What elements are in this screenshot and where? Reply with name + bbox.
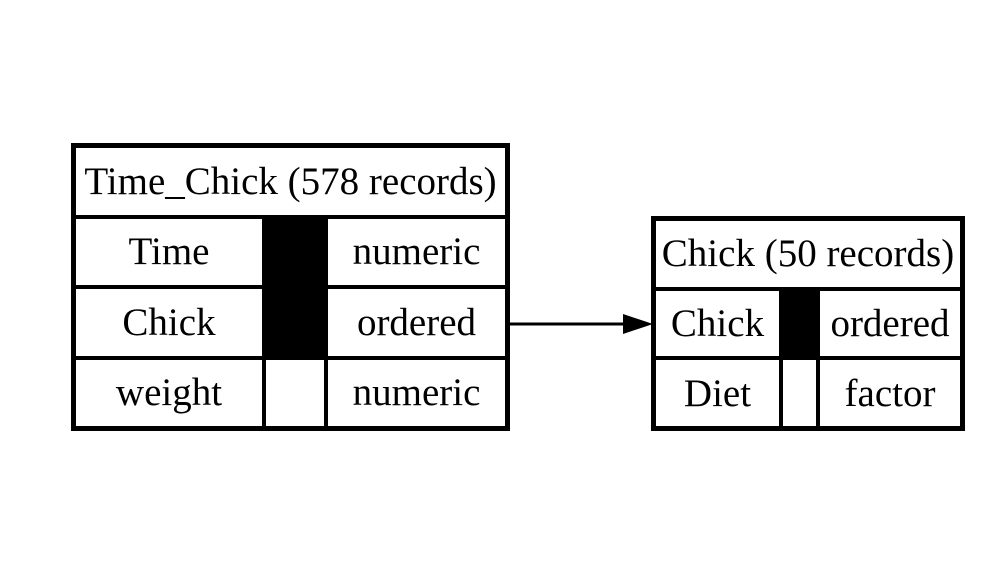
field-name-weight: weight <box>74 357 264 428</box>
field-type-chick-left: ordered <box>326 287 507 358</box>
arrowhead-icon <box>623 314 653 334</box>
field-name-chick-right: Chick <box>654 288 781 359</box>
table-title-time-chick: Time_Chick (578 records) <box>74 146 507 217</box>
table-title-chick: Chick (50 records) <box>654 219 962 289</box>
key-indicator-time <box>264 216 326 287</box>
field-type-time: numeric <box>326 216 507 287</box>
key-indicator-chick-right <box>781 288 818 359</box>
field-type-chick-right: ordered <box>818 288 962 359</box>
key-indicator-diet <box>781 358 818 428</box>
table-node-time-chick: Time_Chick (578 records) Time numeric Ch… <box>71 143 510 431</box>
field-name-chick-left: Chick <box>74 287 264 358</box>
field-name-diet: Diet <box>654 358 781 428</box>
field-type-weight: numeric <box>326 357 507 428</box>
relation-arrow <box>509 314 653 334</box>
key-indicator-weight <box>264 357 326 428</box>
field-type-diet: factor <box>818 358 962 428</box>
field-name-time: Time <box>74 216 264 287</box>
key-indicator-chick-left <box>264 287 326 358</box>
table-node-chick: Chick (50 records) Chick ordered Diet fa… <box>651 216 965 431</box>
